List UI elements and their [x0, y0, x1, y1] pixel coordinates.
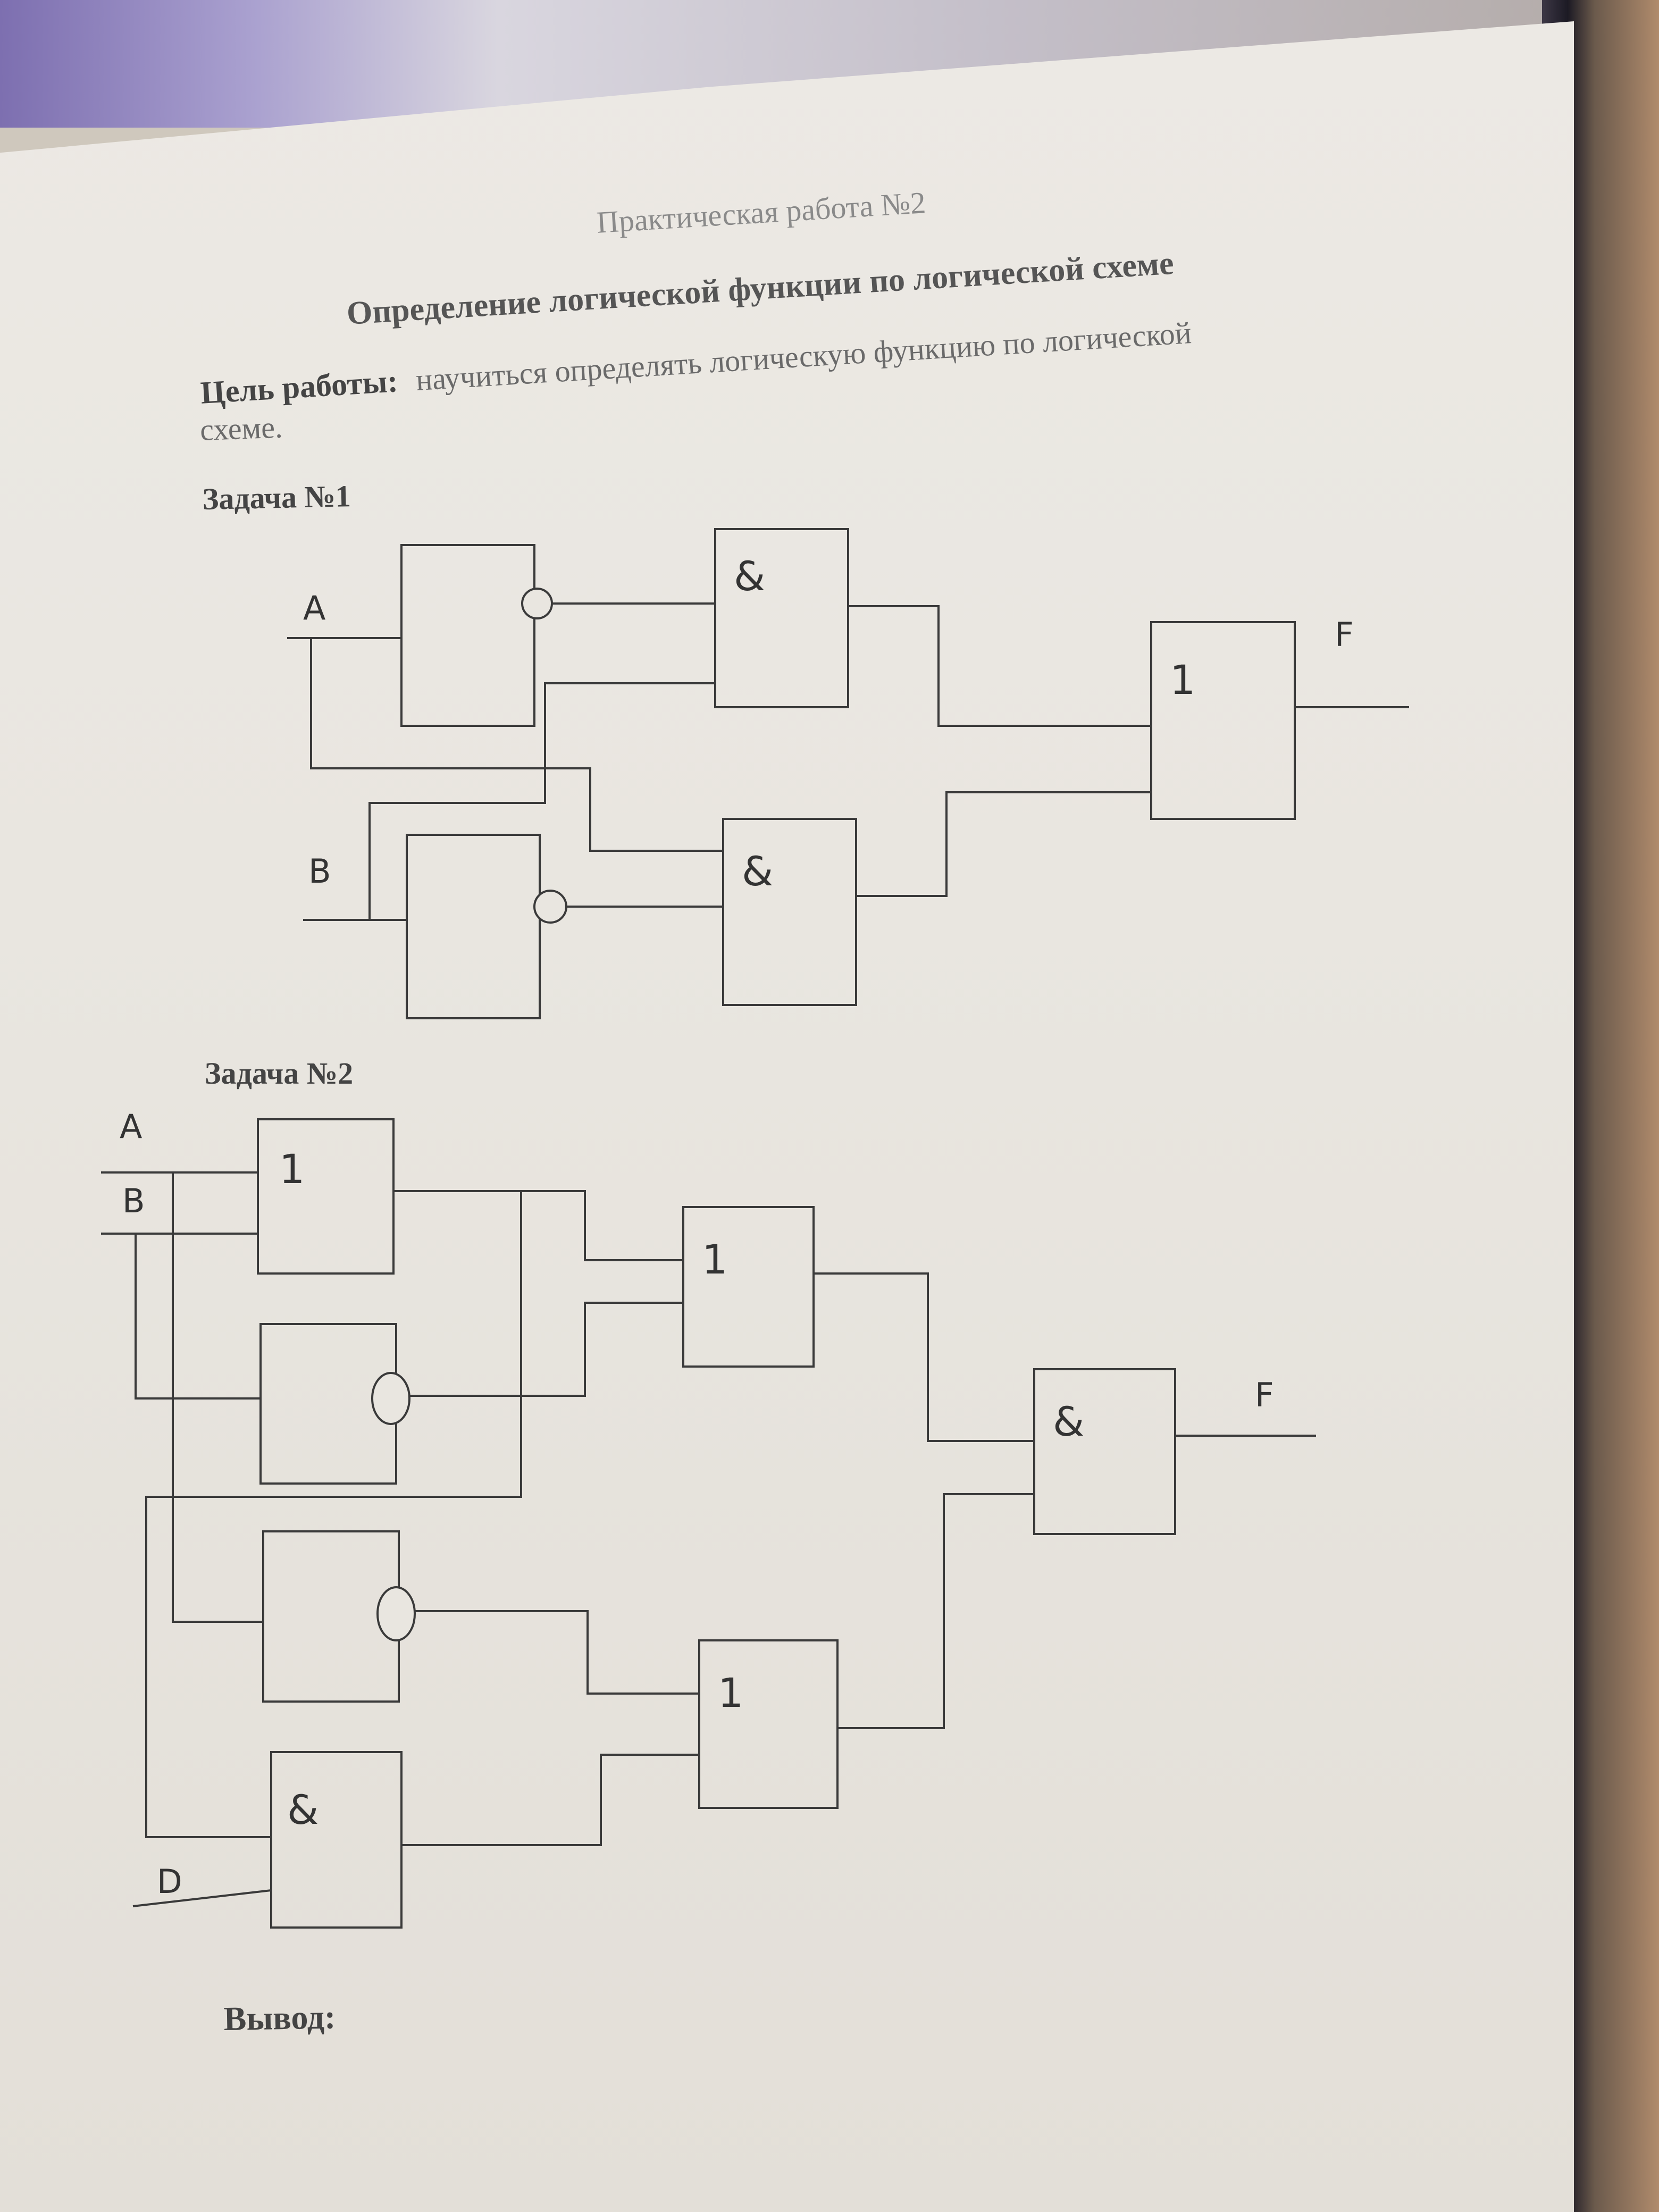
or-gate-ab [257, 1118, 395, 1275]
input-label-d: D [157, 1862, 182, 1901]
logic-diagram-2: A B D F 1 1 & 1 & [101, 1107, 1316, 1929]
task2-title: Задача №2 [205, 1056, 354, 1091]
input-label-a: A [303, 589, 325, 627]
and-gate-d-symbol: & [287, 1786, 319, 1833]
wire [132, 1889, 272, 1907]
wire [837, 1493, 1034, 1729]
wire [310, 638, 723, 852]
paper-sheet [0, 21, 1574, 2212]
or-gate-middle-top [682, 1206, 815, 1368]
and-gate-bottom [722, 818, 857, 1006]
and-gate-output-symbol: & [1053, 1398, 1084, 1445]
wire [401, 1754, 699, 1846]
input-label-b: B [122, 1182, 145, 1220]
conclusion-label: Вывод: [223, 1998, 336, 2038]
output-label-f: F [1255, 1376, 1274, 1414]
and-gate-output [1033, 1368, 1176, 1535]
not-gate-b [406, 834, 541, 1019]
and-gate-top [714, 528, 849, 708]
or-gate-middle-bottom-symbol: 1 [718, 1669, 743, 1716]
wire [393, 1190, 683, 1261]
or-gate-ab-symbol: 1 [279, 1145, 305, 1193]
or-gate-middle-bottom [698, 1639, 839, 1809]
wire [856, 791, 1151, 897]
and-gate-bottom-symbol: & [742, 848, 773, 895]
input-label-b: B [308, 852, 331, 891]
inverter-bubble-icon [371, 1372, 410, 1425]
input-label-a: A [120, 1107, 142, 1146]
wire [145, 1191, 522, 1838]
wire [415, 1610, 699, 1695]
wire [135, 1234, 261, 1400]
inverter-bubble-icon [376, 1586, 416, 1641]
or-gate-output [1150, 621, 1296, 820]
wire [368, 682, 715, 920]
or-gate-output-symbol: 1 [1170, 656, 1195, 703]
output-label-f: F [1335, 615, 1354, 654]
and-gate-d [270, 1751, 403, 1929]
wire [172, 1172, 263, 1623]
wire [409, 1302, 683, 1397]
logic-diagram-1: A B F & & 1 [287, 528, 1409, 1019]
or-gate-middle-top-symbol: 1 [702, 1236, 727, 1283]
not-gate-a [400, 544, 535, 727]
wire [814, 1272, 1034, 1442]
wire [848, 605, 1151, 727]
and-gate-top-symbol: & [734, 552, 765, 600]
